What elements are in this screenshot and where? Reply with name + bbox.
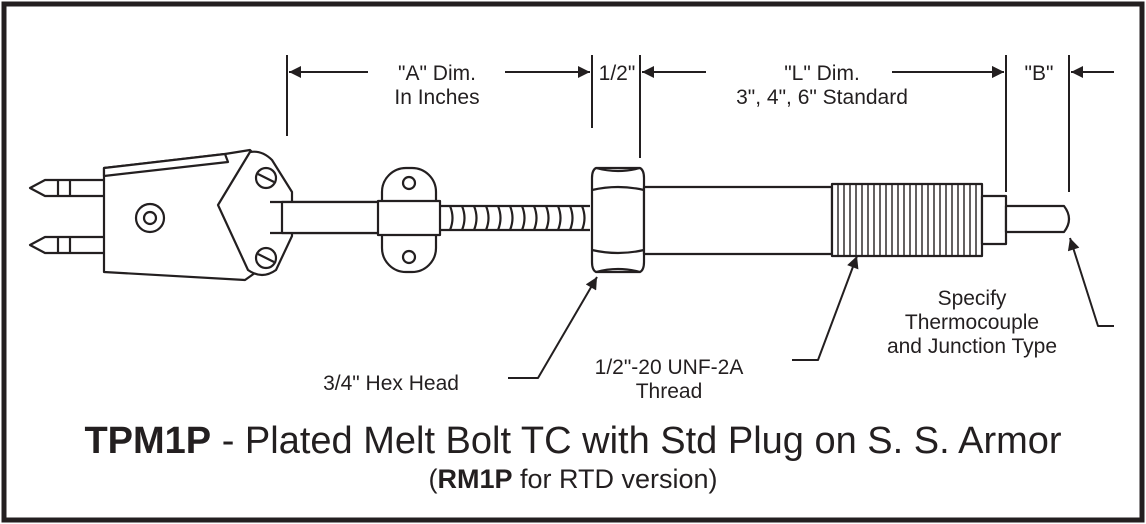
- title-description: - Plated Melt Bolt TC with Std Plug on S…: [211, 420, 1062, 462]
- stainless-armor: [440, 204, 590, 232]
- diagram-title: TPM1P - Plated Melt Bolt TC with Std Plu…: [0, 418, 1146, 464]
- a-dim-label: "A" Dim. In Inches: [394, 62, 480, 109]
- subtitle-model: RM1P: [437, 464, 513, 494]
- half-inch-label: 1/2": [598, 62, 636, 85]
- l-dim-label: "L" Dim. 3", 4", 6" Standard: [736, 62, 908, 109]
- threaded-section: [830, 182, 984, 258]
- connector-plug-body: [102, 148, 294, 282]
- subtitle-open: (: [428, 464, 438, 494]
- leader-lines: [508, 237, 1114, 379]
- subtitle-rest: for RTD version): [512, 464, 718, 494]
- diagram-subtitle: (RM1P for RTD version): [0, 462, 1146, 496]
- b-dim-label: "B": [1024, 62, 1054, 85]
- mounting-clamp: [376, 166, 442, 274]
- plug-prongs: [28, 178, 110, 255]
- hex-head-callout: 3/4" Hex Head: [323, 372, 459, 395]
- specify-callout: Specify Thermocouple and Junction Type: [886, 287, 1058, 358]
- tip-step: [980, 194, 1008, 246]
- probe-tip: [1004, 204, 1071, 234]
- title-model: TPM1P: [84, 420, 212, 462]
- cable-tube: [270, 200, 392, 235]
- thread-callout: 1/2"-20 UNF-2A Thread: [594, 356, 744, 403]
- extension-lines: [286, 55, 1070, 192]
- bolt-body: [642, 185, 834, 256]
- hex-head-nut: [590, 166, 646, 274]
